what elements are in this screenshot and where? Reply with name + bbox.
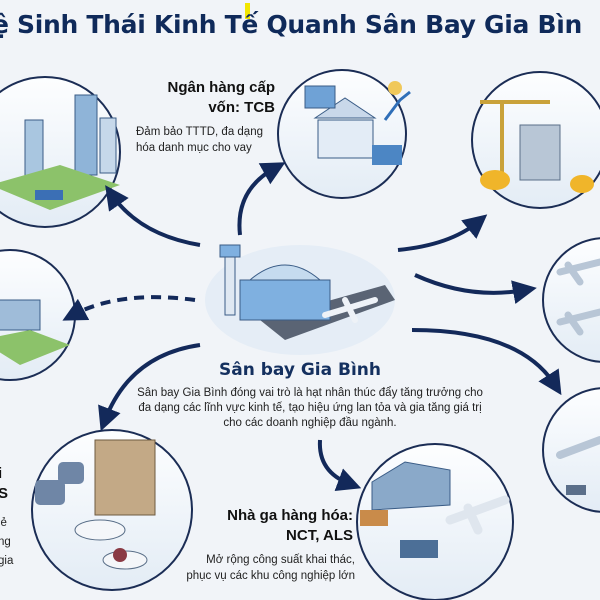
- center-title: Sân bay Gia Bình: [218, 360, 381, 380]
- bank-description: Đảm bảo TTTD, đa dạng hóa danh mục cho v…: [136, 124, 296, 156]
- retail-description-partial: lẻ ng gia: [0, 514, 13, 571]
- retail-circle: [31, 429, 193, 591]
- arrow-to-bank: [237, 162, 286, 236]
- cargo-title-line: NCT, ALS: [286, 527, 353, 544]
- logistics-circle: [542, 387, 600, 513]
- smart-city-circle: [0, 76, 121, 228]
- cargo-description: Mở rộng công suất khai thác, phục vụ các…: [145, 552, 355, 584]
- retail-title-line: S: [0, 485, 9, 502]
- retail-label-partial: i S: [0, 464, 8, 504]
- arrow-to-smart-city: [105, 185, 201, 247]
- center-description: Sân bay Gia Bình đóng vai trò là hạt nhâ…: [137, 387, 483, 429]
- bank-desc-line: hóa danh mục cho vay: [136, 142, 252, 154]
- bank-circle: [277, 69, 411, 199]
- arrow-to-aircraft: [414, 273, 537, 304]
- industrial-circle: [0, 249, 76, 381]
- retail-desc-line: ng: [0, 536, 11, 548]
- arrow-to-retail: [98, 343, 201, 432]
- retail-desc-line: lẻ: [0, 517, 7, 529]
- cargo-circle: [356, 443, 514, 600]
- arrow-to-cargo: [317, 439, 362, 492]
- cargo-label: Nhà ga hàng hóa: NCT, ALS: [195, 506, 353, 546]
- arrow-to-construction: [397, 214, 488, 252]
- retail-desc-line: gia: [0, 555, 14, 567]
- page-title: ệ Sinh Thái Kinh Tế Quanh Sân Bay Gia Bì…: [0, 10, 583, 39]
- bank-title-line: Ngân hàng cấp: [167, 79, 275, 96]
- cargo-desc-line: phục vụ các khu công nghiệp lớn: [186, 570, 355, 582]
- bank-desc-line: Đảm bảo TTTD, đa dạng: [136, 126, 263, 138]
- cargo-title-line: Nhà ga hàng hóa:: [227, 507, 353, 524]
- arrow-to-logistics: [411, 328, 562, 396]
- cargo-desc-line: Mở rộng công suất khai thác,: [206, 554, 355, 566]
- arrow-to-industrial: [62, 295, 196, 321]
- construction-circle: [471, 71, 600, 209]
- retail-title-line: i: [0, 465, 3, 482]
- aircraft-circle: [542, 237, 600, 363]
- airport-illustration: [205, 244, 395, 355]
- bank-label: Ngân hàng cấp vốn: TCB: [165, 78, 275, 118]
- bank-title-line: vốn: TCB: [208, 99, 275, 116]
- text-cursor: [245, 3, 250, 19]
